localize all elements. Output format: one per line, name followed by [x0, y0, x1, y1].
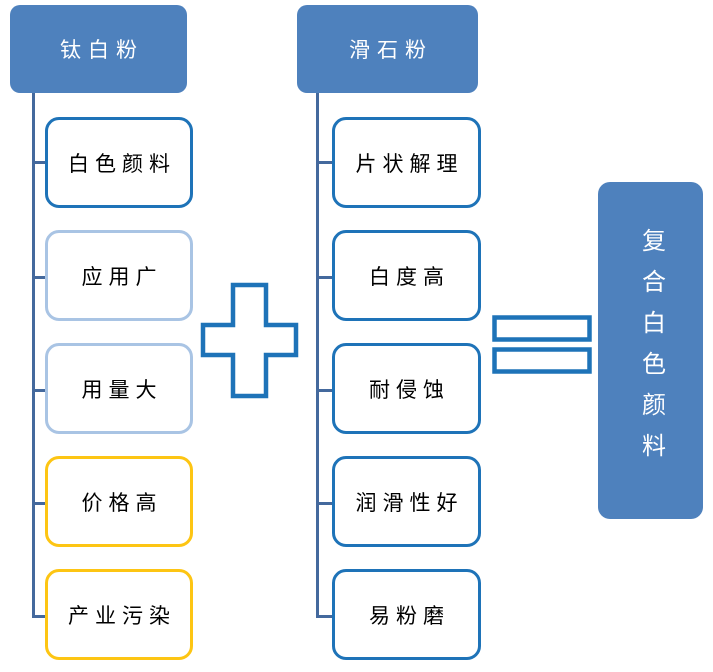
middle-item-easy-grinding: 易粉磨 — [332, 569, 481, 660]
left-connector-stub — [32, 161, 45, 164]
result-box: 复合白色颜料 — [598, 182, 703, 519]
left-item-industrial-pollution: 产业污染 — [45, 569, 193, 660]
left-item-large-usage: 用量大 — [45, 343, 193, 434]
result-label: 复合白色颜料 — [637, 227, 664, 474]
left-item-white-pigment: 白色颜料 — [45, 117, 193, 208]
middle-item-high-whiteness: 白度高 — [332, 230, 481, 321]
middle-connector-stub — [316, 276, 332, 279]
left-item-wide-application: 应用广 — [45, 230, 193, 321]
left-connector-stub — [32, 276, 45, 279]
middle-column-header: 滑石粉 — [297, 5, 478, 93]
plus-icon — [199, 281, 301, 406]
middle-connector-stub — [316, 502, 332, 505]
middle-item-flaky-cleavage: 片状解理 — [332, 117, 481, 208]
middle-connector-trunk — [316, 93, 319, 618]
left-item-high-price: 价格高 — [45, 456, 193, 547]
left-column-header: 钛白粉 — [10, 5, 187, 93]
middle-connector-stub — [316, 615, 332, 618]
equals-icon — [491, 314, 593, 381]
left-connector-stub — [32, 615, 45, 618]
left-connector-stub — [32, 389, 45, 392]
middle-item-corrosion-resistance: 耐侵蚀 — [332, 343, 481, 434]
left-connector-trunk — [32, 93, 35, 618]
middle-connector-stub — [316, 161, 332, 164]
middle-connector-stub — [316, 389, 332, 392]
left-connector-stub — [32, 502, 45, 505]
middle-item-good-lubricity: 润滑性好 — [332, 456, 481, 547]
